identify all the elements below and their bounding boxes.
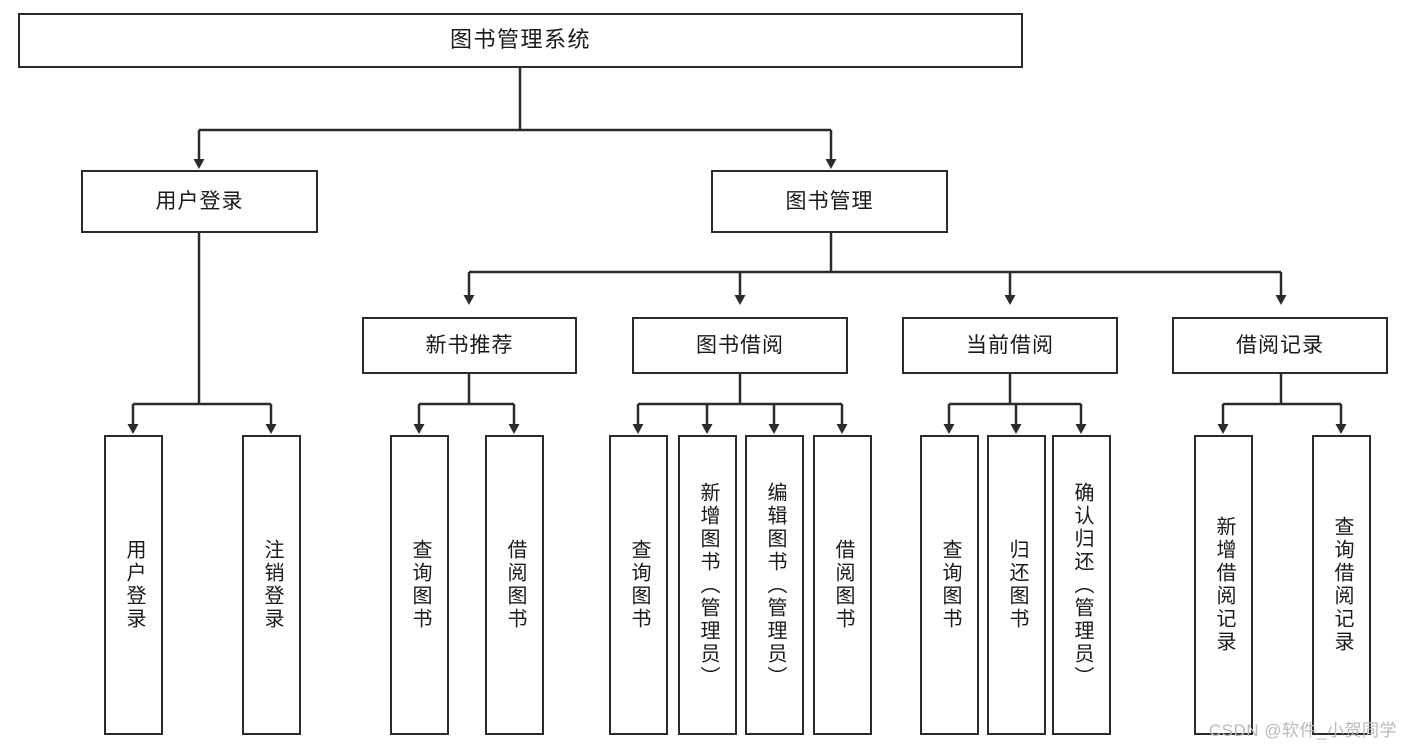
leaf-current-borrow-return-book[interactable]: 归还图书	[987, 435, 1046, 735]
node-label: 用户登录	[123, 539, 145, 631]
node-user-login[interactable]: 用户登录	[81, 170, 318, 233]
node-label: 借阅图书	[504, 539, 526, 631]
node-label: 确认归还（管理员）	[1071, 481, 1093, 689]
node-label: 新增图书（管理员）	[697, 481, 719, 689]
node-label: 查询图书	[628, 539, 650, 631]
node-label: 查询图书	[939, 539, 961, 631]
node-book-borrow[interactable]: 图书借阅	[632, 317, 848, 374]
leaf-new-book-borrow-book[interactable]: 借阅图书	[485, 435, 544, 735]
node-label: 用户登录	[155, 189, 244, 213]
leaf-current-borrow-query-book[interactable]: 查询图书	[920, 435, 979, 735]
leaf-current-borrow-confirm-return-admin[interactable]: 确认归还（管理员）	[1052, 435, 1111, 735]
node-label: 借阅记录	[1236, 333, 1324, 357]
node-label: 借阅图书	[832, 539, 854, 631]
leaf-borrow-record-add-record[interactable]: 新增借阅记录	[1194, 435, 1253, 735]
leaf-new-book-query-book[interactable]: 查询图书	[390, 435, 449, 735]
node-label: 图书借阅	[696, 333, 784, 357]
watermark: CSDN @软件_小贺同学	[1208, 721, 1397, 740]
leaf-user-login-logout[interactable]: 注销登录	[242, 435, 301, 735]
leaf-book-borrow-borrow-book[interactable]: 借阅图书	[813, 435, 872, 735]
node-new-book-recommend[interactable]: 新书推荐	[362, 317, 577, 374]
node-label: 图书管理系统	[449, 27, 591, 53]
node-label: 新增借阅记录	[1213, 516, 1235, 654]
node-borrow-record[interactable]: 借阅记录	[1172, 317, 1388, 374]
node-label: 归还图书	[1006, 539, 1028, 631]
node-root-book-management-system[interactable]: 图书管理系统	[18, 13, 1023, 68]
node-label: 新书推荐	[425, 333, 514, 357]
node-current-borrow[interactable]: 当前借阅	[902, 317, 1118, 374]
leaf-borrow-record-query-record[interactable]: 查询借阅记录	[1312, 435, 1371, 735]
leaf-book-borrow-edit-book-admin[interactable]: 编辑图书（管理员）	[745, 435, 804, 735]
node-label: 编辑图书（管理员）	[764, 481, 786, 689]
node-book-management[interactable]: 图书管理	[711, 170, 948, 233]
leaf-book-borrow-add-book-admin[interactable]: 新增图书（管理员）	[678, 435, 737, 735]
node-label: 查询借阅记录	[1331, 516, 1353, 654]
node-label: 查询图书	[409, 539, 431, 631]
leaf-user-login-login[interactable]: 用户登录	[104, 435, 163, 735]
node-label: 图书管理	[785, 189, 874, 213]
node-label: 注销登录	[261, 539, 283, 631]
leaf-book-borrow-query-book[interactable]: 查询图书	[609, 435, 668, 735]
node-label: 当前借阅	[966, 333, 1054, 357]
